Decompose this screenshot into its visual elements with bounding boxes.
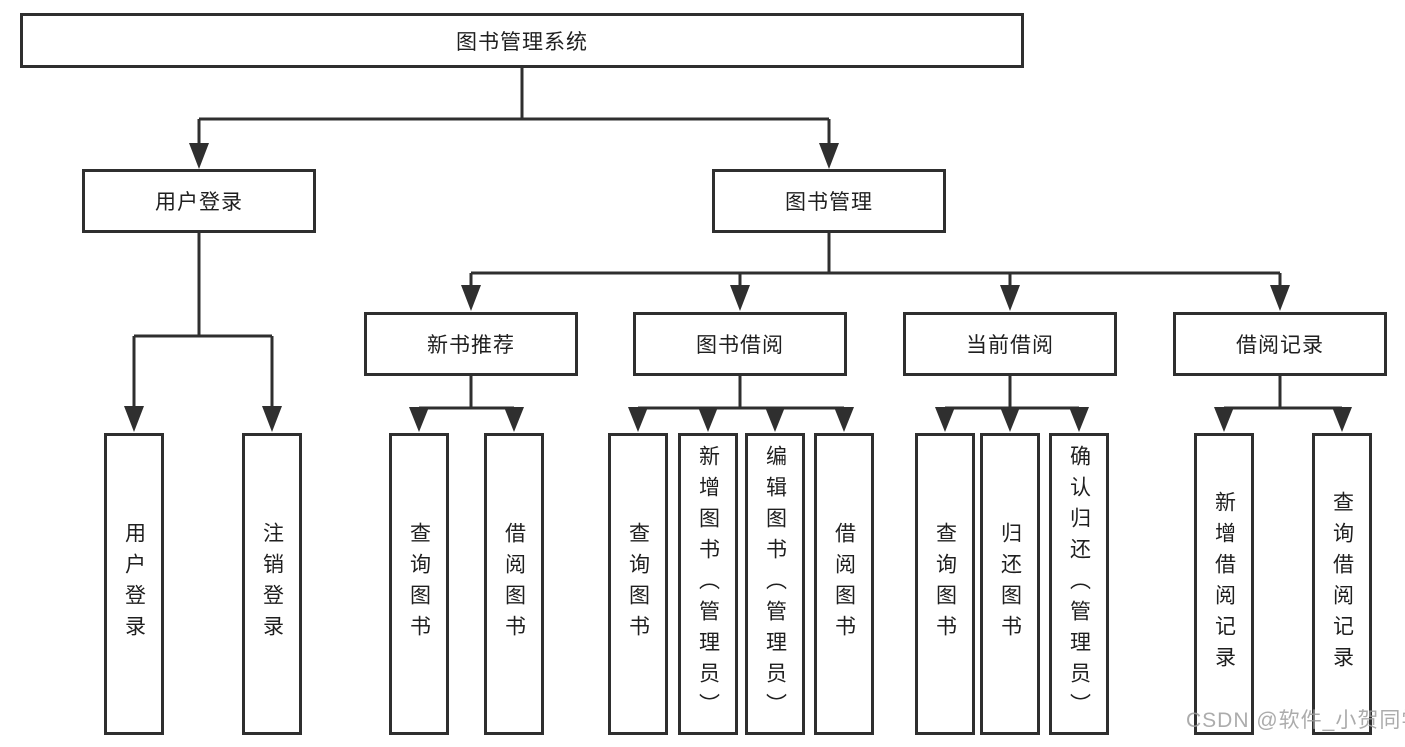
leaf-label: 注销登录: [260, 522, 284, 646]
leaf-borrow-books-borrowing: 借阅图书: [814, 433, 874, 735]
node-label: 用户登录: [155, 191, 243, 214]
leaf-label: 查询借阅记录: [1330, 491, 1354, 677]
node-label: 借阅记录: [1236, 334, 1324, 357]
leaf-label: 用户登录: [122, 522, 146, 646]
leaf-label: 新增图书（管理员）: [696, 444, 720, 724]
node-book-borrowing: 图书借阅: [633, 312, 847, 376]
leaf-label: 查询图书: [407, 522, 431, 646]
leaf-add-book-admin: 新增图书（管理员）: [678, 433, 738, 735]
leaf-query-books-borrowing: 查询图书: [608, 433, 668, 735]
leaf-label: 借阅图书: [832, 522, 856, 646]
leaf-confirm-return-admin: 确认归还（管理员）: [1049, 433, 1109, 735]
node-label: 图书管理系统: [456, 30, 588, 54]
leaf-user-login: 用户登录: [104, 433, 164, 735]
node-current-borrowing: 当前借阅: [903, 312, 1117, 376]
leaf-borrow-books-recommend: 借阅图书: [484, 433, 544, 735]
node-label: 图书管理: [785, 191, 873, 214]
node-library-management-system: 图书管理系统: [20, 13, 1024, 68]
leaf-add-borrow-record: 新增借阅记录: [1194, 433, 1254, 735]
leaf-query-borrow-record: 查询借阅记录: [1312, 433, 1372, 735]
leaf-label: 查询图书: [933, 522, 957, 646]
csdn-watermark: CSDN @软件_小贺同学: [1186, 709, 1405, 732]
leaf-query-books-recommend: 查询图书: [389, 433, 449, 735]
node-book-management: 图书管理: [712, 169, 946, 233]
leaf-label: 归还图书: [998, 522, 1022, 646]
leaf-label: 查询图书: [626, 522, 650, 646]
node-label: 图书借阅: [696, 334, 784, 357]
leaf-edit-book-admin: 编辑图书（管理员）: [745, 433, 805, 735]
leaf-label: 编辑图书（管理员）: [763, 444, 787, 724]
leaf-label: 借阅图书: [502, 522, 526, 646]
node-label: 新书推荐: [427, 334, 515, 357]
node-label: 当前借阅: [966, 334, 1054, 357]
leaf-label: 新增借阅记录: [1212, 491, 1236, 677]
leaf-query-books-current: 查询图书: [915, 433, 975, 735]
leaf-logout: 注销登录: [242, 433, 302, 735]
node-borrowing-records: 借阅记录: [1173, 312, 1387, 376]
leaf-return-books: 归还图书: [980, 433, 1040, 735]
node-new-book-recommendation: 新书推荐: [364, 312, 578, 376]
leaf-label: 确认归还（管理员）: [1067, 444, 1091, 724]
node-user-login: 用户登录: [82, 169, 316, 233]
